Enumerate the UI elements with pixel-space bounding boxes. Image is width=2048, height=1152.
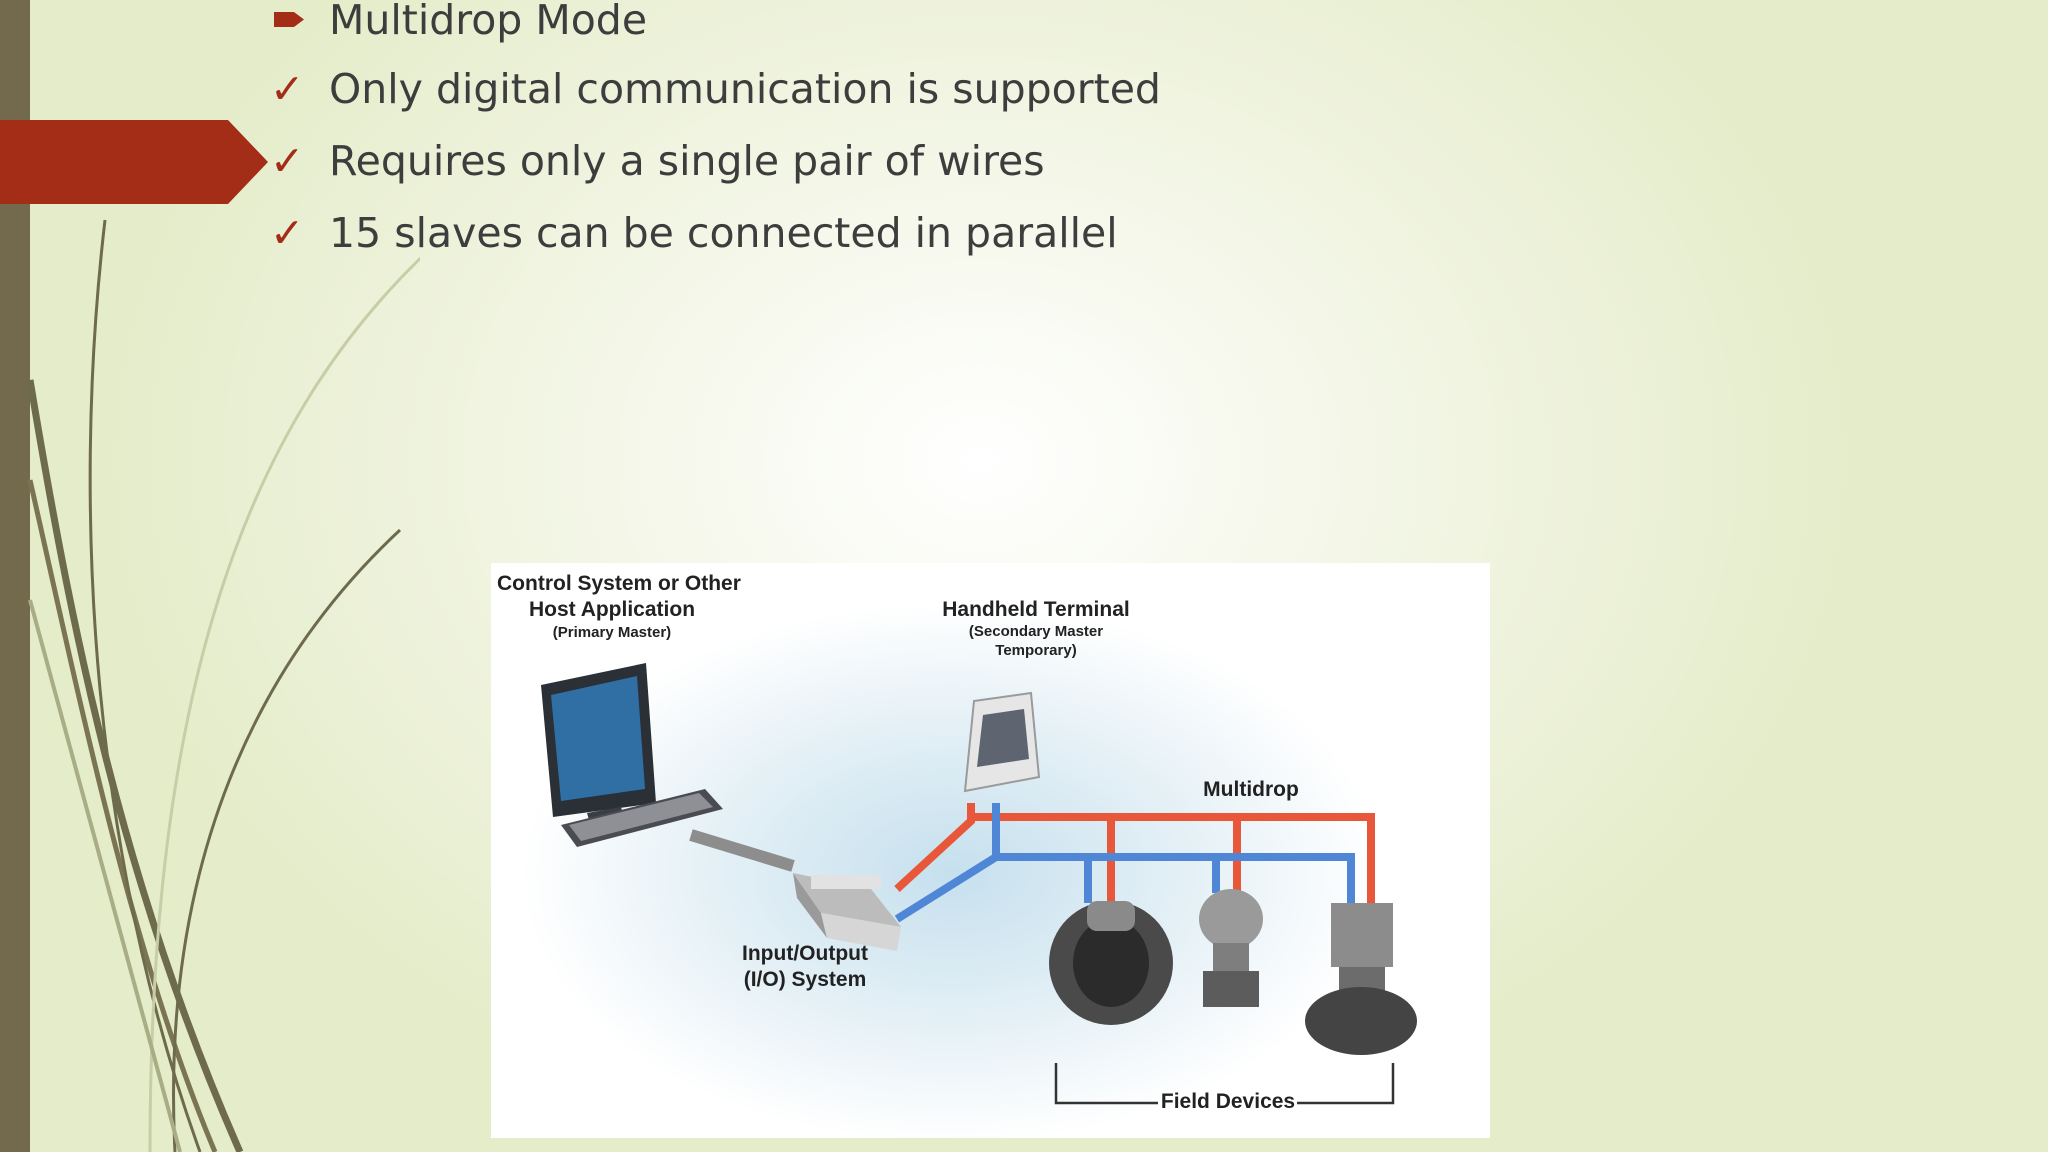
control-valve-icon — [1305, 903, 1417, 1055]
handheld-terminal-icon — [963, 691, 1041, 793]
io-system-label: Input/Output (I/O) System — [742, 942, 868, 992]
control-system-label: Control System or Other Host Application… — [497, 572, 741, 641]
bullet-text: 15 slaves can be connected in parallel — [329, 209, 1118, 257]
diagram-artwork — [541, 663, 1417, 1105]
multidrop-label: Multidrop — [1203, 778, 1299, 801]
field-devices-bracket — [1054, 1063, 1395, 1105]
io-system-icon — [793, 873, 901, 951]
bullet-text: Only digital communication is supported — [329, 65, 1161, 113]
check-icon: ✓ — [270, 209, 305, 257]
decorative-swoosh — [26, 219, 420, 1152]
multidrop-network-diagram: Control System or Other Host Application… — [491, 563, 1490, 1138]
pressure-transmitter-icon — [1199, 889, 1263, 1007]
bullet-text: Multidrop Mode — [329, 0, 648, 44]
flow-meter-icon — [1049, 901, 1173, 1025]
field-devices-label: Field Devices — [1160, 1090, 1296, 1113]
handheld-terminal-label: Handheld Terminal (Secondary Master Temp… — [942, 598, 1130, 659]
blue-wire — [894, 803, 1355, 923]
check-icon: ✓ — [270, 65, 305, 113]
bullet-text: Requires only a single pair of wires — [329, 137, 1045, 185]
check-icon: ✓ — [270, 137, 305, 185]
host-cable — [689, 829, 795, 872]
current-item-marker — [0, 120, 268, 204]
computer-icon — [541, 663, 723, 847]
